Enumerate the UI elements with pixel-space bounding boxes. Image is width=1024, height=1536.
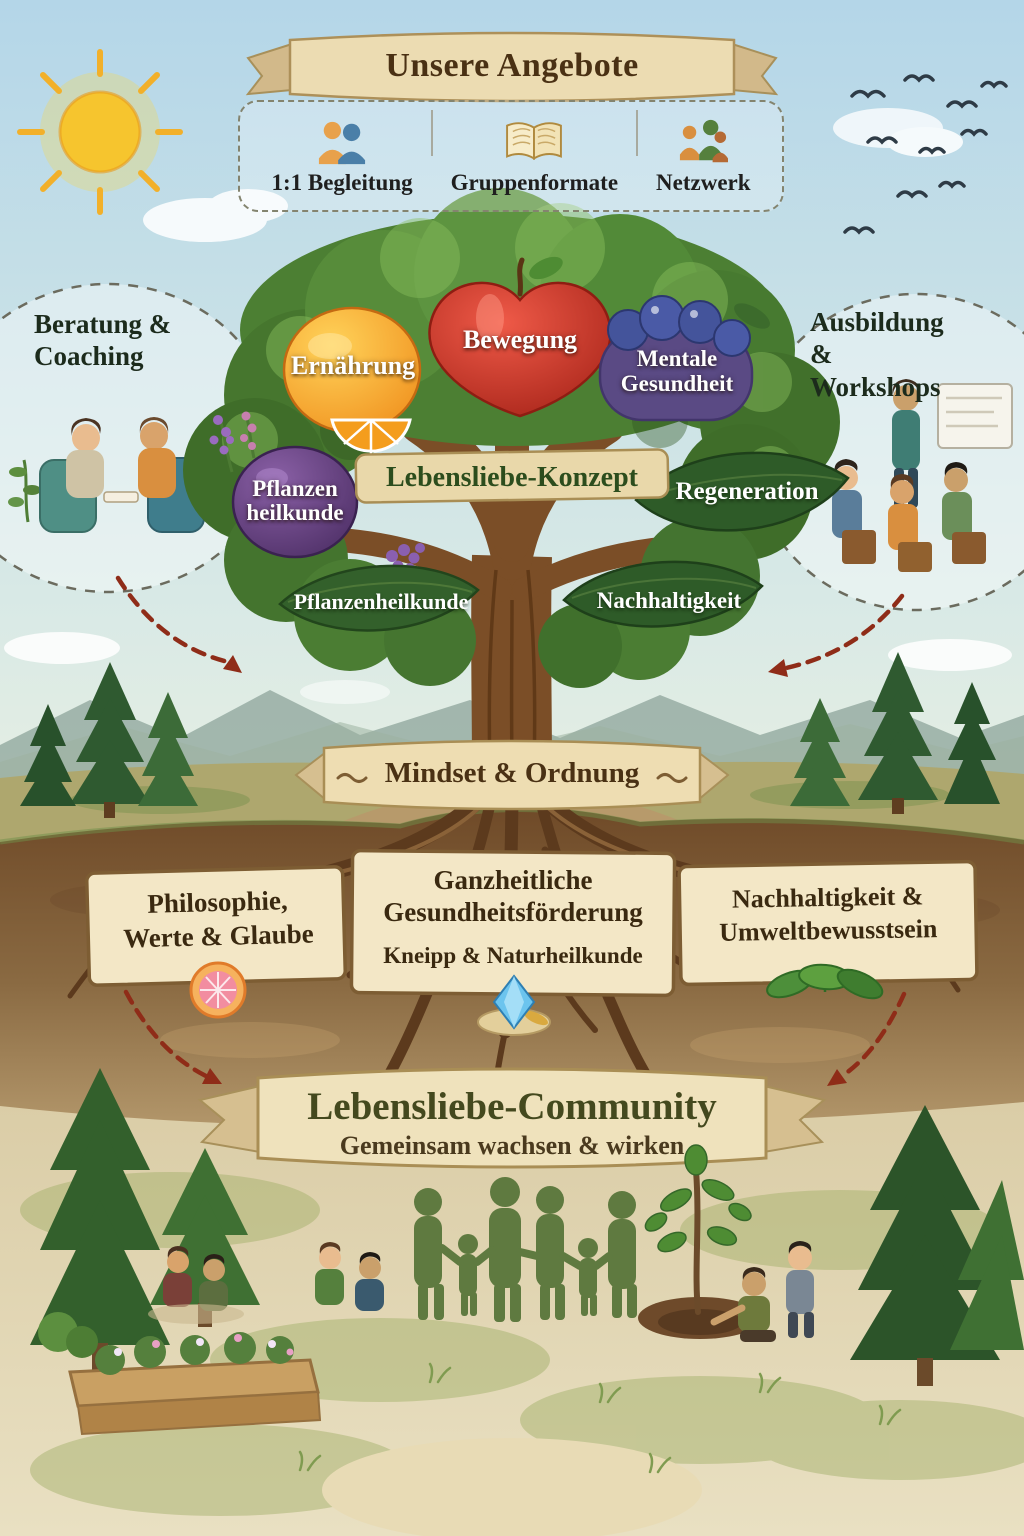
offer-item-begleitung: 1:1 Begleitung (263, 116, 420, 196)
leaves-icon (766, 963, 884, 1000)
page-title: Unsere Angebote (385, 47, 639, 84)
root-box-sublabel-kneipp: Kneipp & Naturheilkunde (383, 943, 643, 968)
fruit-mentale-gesundheit-icon (598, 295, 770, 422)
offer-item-gruppenformate: Gruppenformate (443, 116, 626, 196)
fruit-label-ernaehrung: Ernährung (290, 351, 416, 380)
community-subtitle: Gemeinsam wachsen & wirken (339, 1131, 685, 1160)
community-title: Lebensliebe-Community (307, 1085, 717, 1128)
crystal-icon (477, 974, 551, 1036)
flow-arrows (115, 575, 907, 1086)
leaf-label-pflanzenheilkunde: Pflanzenheilkunde (293, 589, 469, 614)
sun-icon (17, 49, 183, 215)
community-scene (30, 1068, 1024, 1474)
mindset-banner (294, 739, 730, 811)
trunk-banner-label: Lebensliebe-Konzept (386, 462, 638, 493)
offers-box: 1:1 Begleitung Gruppenformate Netzwerk (238, 100, 784, 212)
coaching-scene (8, 417, 205, 533)
offer-label: 1:1 Begleitung (271, 170, 413, 195)
fruit-ernaehrung-icon (282, 306, 422, 456)
trunk-banner (354, 448, 670, 504)
community-banner (197, 1067, 827, 1169)
fruit-pflanzenheilkunde-icon (209, 411, 359, 559)
offer-item-netzwerk: Netzwerk (648, 116, 759, 196)
birds-icon (843, 74, 1008, 235)
root-box-label-gesundheit: Ganzheitliche Gesundheitsförderung (383, 865, 643, 928)
offers-divider (636, 110, 639, 156)
leaf-pflanzenheilkunde-icon (278, 564, 480, 632)
leaf-label-regeneration: Regeneration (675, 478, 819, 505)
leaf-nachhaltigkeit-icon (562, 560, 764, 628)
trail (322, 1438, 702, 1536)
fruit-label-bewegung: Bewegung (462, 325, 578, 354)
root-box-label-nachhaltigkeit: Nachhaltigkeit & Umweltbewusstsein (718, 881, 938, 947)
family-silhouettes (414, 1177, 637, 1322)
offer-label: Netzwerk (656, 170, 751, 195)
grapefruit-icon (189, 961, 247, 1019)
leaf-label-nachhaltigkeit: Nachhaltigkeit (596, 588, 742, 613)
left-bubble-label: Beratung & Coaching (34, 309, 172, 372)
mindset-banner-label: Mindset & Ordnung (384, 757, 640, 789)
root-box-label-philosophie: Philosophie, Werte & Glaube (122, 885, 315, 954)
fruit-bewegung-icon (428, 256, 612, 418)
midground-trees (20, 652, 1000, 818)
open-book-icon (502, 116, 566, 168)
one-to-one-people-icon (314, 116, 370, 168)
top-banner-ribbon (245, 31, 779, 103)
offers-divider (430, 110, 433, 156)
network-people-icon (675, 116, 731, 168)
workshop-scene (832, 379, 1013, 572)
right-bubble-label: Ausbildung & Workshops (810, 307, 944, 402)
offer-label: Gruppenformate (450, 170, 619, 195)
fruit-label-pflanzenheilkunde: Pflanzen heilkunde (246, 476, 344, 526)
fruit-label-mentale-gesundheit: Mentale Gesundheit (620, 346, 734, 397)
